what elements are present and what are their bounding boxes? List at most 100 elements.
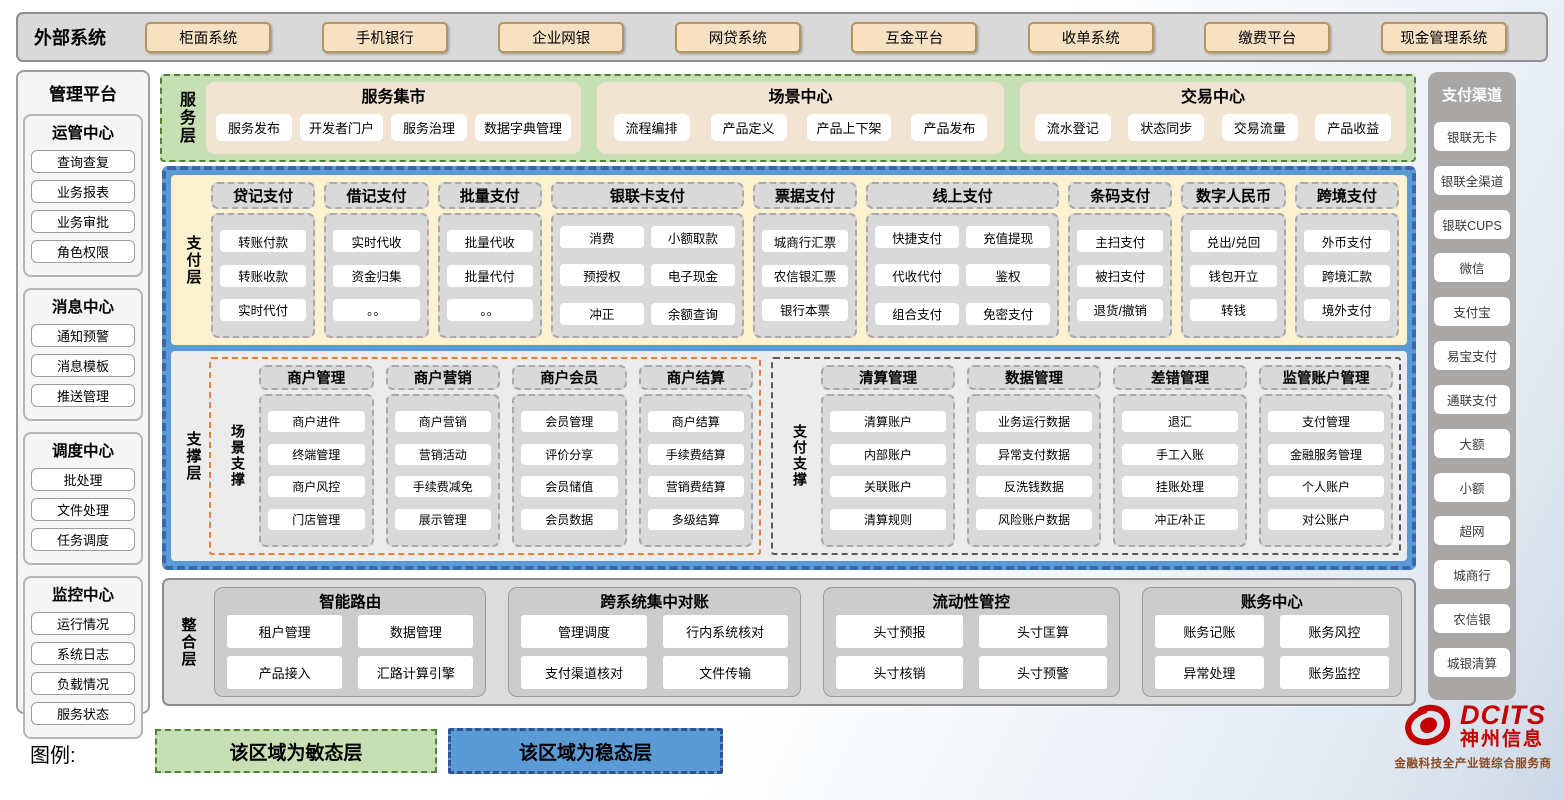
payment-column-items: 商户进件终端管理商户风控门店管理 bbox=[259, 394, 374, 547]
service-group: 场景中心流程编排产品定义产品上下架产品发布 bbox=[597, 82, 1004, 154]
payment-item: 商户营销 bbox=[394, 410, 491, 432]
management-item: 运行情况 bbox=[31, 612, 135, 635]
integration-item: 头寸核销 bbox=[835, 656, 964, 689]
management-item: 业务报表 bbox=[31, 180, 135, 203]
management-group-title: 消息中心 bbox=[51, 299, 114, 316]
payment-column: 清算管理清算账户内部账户关联账户清算规则 bbox=[821, 365, 955, 547]
payment-column: 差错管理退汇手工入账挂账处理冲正/补正 bbox=[1113, 365, 1247, 547]
payment-item: 实时代付 bbox=[220, 298, 307, 321]
integration-item: 账务风控 bbox=[1279, 615, 1389, 648]
management-item: 查询查复 bbox=[31, 150, 135, 173]
payment-item: 支付管理 bbox=[1268, 410, 1384, 432]
management-group: 监控中心运行情况系统日志负载情况服务状态 bbox=[23, 576, 143, 739]
payment-column-items: 外币支付跨境汇款境外支付 bbox=[1294, 213, 1399, 338]
payment-column: 商户结算商户结算手续费结算营销费结算多级结算 bbox=[638, 365, 753, 547]
support-section-label: 支付支撑 bbox=[792, 424, 808, 488]
integration-group: 账务中心账务记账账务风控异常处理账务监控 bbox=[1141, 587, 1402, 697]
integration-layer-label: 整合层 bbox=[179, 616, 197, 668]
payment-item: 手续费减免 bbox=[394, 476, 491, 498]
payment-item: 鉴权 bbox=[966, 264, 1051, 287]
integration-group-items: 账务记账账务风控异常处理账务监控 bbox=[1154, 615, 1389, 689]
payment-item: 退汇 bbox=[1122, 410, 1238, 432]
external-system-box: 手机银行 bbox=[321, 21, 448, 53]
payment-column-title: 线上支付 bbox=[866, 182, 1060, 209]
service-item: 产品定义 bbox=[710, 114, 787, 141]
payment-channel-item: 支付宝 bbox=[1434, 297, 1510, 327]
payment-item: 免密支付 bbox=[966, 302, 1051, 325]
payment-column: 跨境支付外币支付跨境汇款境外支付 bbox=[1294, 182, 1399, 338]
payment-column-title: 差错管理 bbox=[1113, 365, 1247, 390]
payment-column-title: 条码支付 bbox=[1068, 182, 1173, 209]
payment-column: 商户营销商户营销营销活动手续费减免展示管理 bbox=[385, 365, 500, 547]
integration-item: 租户管理 bbox=[227, 615, 343, 648]
payment-column-title: 商户会员 bbox=[512, 365, 627, 390]
integration-group-items: 头寸预报头寸匡算头寸核销头寸预警 bbox=[835, 615, 1107, 689]
payment-item: 会员数据 bbox=[521, 509, 618, 531]
payment-channel-item: 小额 bbox=[1434, 472, 1510, 502]
payment-channel-item: 银联CUPS bbox=[1434, 209, 1510, 239]
payment-item: 手续费结算 bbox=[647, 443, 744, 465]
management-item: 负载情况 bbox=[31, 672, 135, 695]
management-platform-panel: 管理平台 运管中心查询查复业务报表业务审批角色权限消息中心通知预警消息模板推送管… bbox=[16, 70, 150, 739]
payment-layer-label: 支付层 bbox=[184, 234, 202, 286]
external-system-box: 企业网银 bbox=[498, 21, 625, 53]
payment-column-items: 退汇手工入账挂账处理冲正/补正 bbox=[1113, 394, 1247, 547]
payment-item: 转账收款 bbox=[220, 264, 307, 287]
external-system-box: 互金平台 bbox=[851, 21, 978, 53]
integration-group-title: 流动性管控 bbox=[932, 594, 1011, 611]
payment-item: 资金归集 bbox=[333, 264, 420, 287]
payment-item: 小额取款 bbox=[650, 226, 735, 249]
service-group-title: 服务集市 bbox=[361, 89, 426, 106]
dcits-tagline: 金融科技全产业链综合服务商 bbox=[1394, 758, 1552, 770]
integration-group: 跨系统集中对账管理调度行内系统核对支付渠道核对文件传输 bbox=[508, 587, 801, 697]
payment-column-items: 兑出/兑回钱包开立转钱 bbox=[1181, 213, 1286, 338]
management-groups: 运管中心查询查复业务报表业务审批角色权限消息中心通知预警消息模板推送管理调度中心… bbox=[23, 114, 143, 739]
payment-column-items: 批量代收批量代付。。 bbox=[437, 213, 542, 338]
management-item: 推送管理 bbox=[31, 384, 135, 407]
payment-column: 借记支付实时代收资金归集。。 bbox=[324, 182, 429, 338]
management-group-title: 监控中心 bbox=[51, 587, 114, 604]
dcits-swirl-icon bbox=[1405, 704, 1451, 746]
payment-item: 组合支付 bbox=[875, 302, 960, 325]
external-system-box: 缴费平台 bbox=[1204, 21, 1331, 53]
integration-item: 账务监控 bbox=[1279, 656, 1389, 689]
support-layer-sections: 场景支撑商户管理商户进件终端管理商户风控门店管理商户营销商户营销营销活动手续费减… bbox=[209, 357, 1401, 555]
integration-item: 汇路计算引擎 bbox=[358, 656, 474, 689]
payment-channel-item: 银联无卡 bbox=[1434, 121, 1510, 151]
payment-item: 终端管理 bbox=[268, 443, 365, 465]
payment-column-title: 票据支付 bbox=[752, 182, 858, 209]
payment-item: 兑出/兑回 bbox=[1190, 230, 1277, 253]
management-item: 任务调度 bbox=[31, 528, 135, 551]
payment-item: 主扫支付 bbox=[1077, 230, 1164, 253]
support-section-label: 场景支撑 bbox=[230, 424, 246, 488]
integration-group-title: 跨系统集中对账 bbox=[600, 594, 709, 611]
service-item: 状态同步 bbox=[1128, 114, 1205, 141]
payment-column: 贷记支付转账付款转账收款实时代付 bbox=[211, 182, 316, 338]
payment-item: 清算账户 bbox=[830, 410, 946, 432]
payment-column-title: 贷记支付 bbox=[211, 182, 316, 209]
payment-item: 门店管理 bbox=[268, 509, 365, 531]
payment-item: 关联账户 bbox=[830, 476, 946, 498]
integration-group-title: 智能路由 bbox=[319, 594, 382, 611]
payment-column-items: 清算账户内部账户关联账户清算规则 bbox=[821, 394, 955, 547]
management-item: 业务审批 bbox=[31, 210, 135, 233]
external-system-box: 收单系统 bbox=[1027, 21, 1154, 53]
payment-item: 手工入账 bbox=[1122, 443, 1238, 465]
support-section-columns: 商户管理商户进件终端管理商户风控门店管理商户营销商户营销营销活动手续费减免展示管… bbox=[259, 365, 753, 547]
management-platform-title: 管理平台 bbox=[49, 85, 117, 104]
service-group-items: 服务发布开发者门户服务治理数据字典管理 bbox=[216, 106, 572, 149]
payment-item: 挂账处理 bbox=[1122, 476, 1238, 498]
service-group-items: 流水登记状态同步交易流量产品收益 bbox=[1030, 106, 1396, 149]
payment-item: 城商行汇票 bbox=[761, 230, 849, 253]
payment-column: 票据支付城商行汇票农信银汇票银行本票 bbox=[752, 182, 858, 338]
management-item: 角色权限 bbox=[31, 240, 135, 263]
payment-item: 跨境汇款 bbox=[1303, 264, 1390, 287]
external-systems-label: 外部系统 bbox=[34, 28, 106, 48]
integration-item: 产品接入 bbox=[227, 656, 343, 689]
payment-item: 批量代收 bbox=[446, 230, 533, 253]
payment-item: 营销费结算 bbox=[647, 476, 744, 498]
service-item: 服务发布 bbox=[216, 114, 292, 141]
payment-column-items: 消费小额取款预授权电子现金冲正余额查询 bbox=[550, 213, 744, 338]
payment-item: 消费 bbox=[559, 226, 644, 249]
